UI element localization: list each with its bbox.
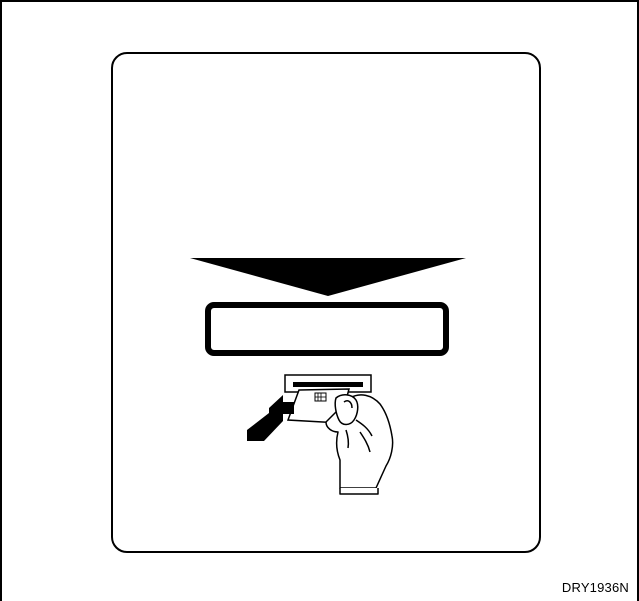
insert-arrow-icon: [247, 395, 294, 441]
message-display-box: [208, 305, 446, 353]
figure-code: DRY1936N: [562, 580, 629, 595]
hand-icon: [326, 395, 393, 494]
triangle-down-icon: [190, 258, 466, 296]
